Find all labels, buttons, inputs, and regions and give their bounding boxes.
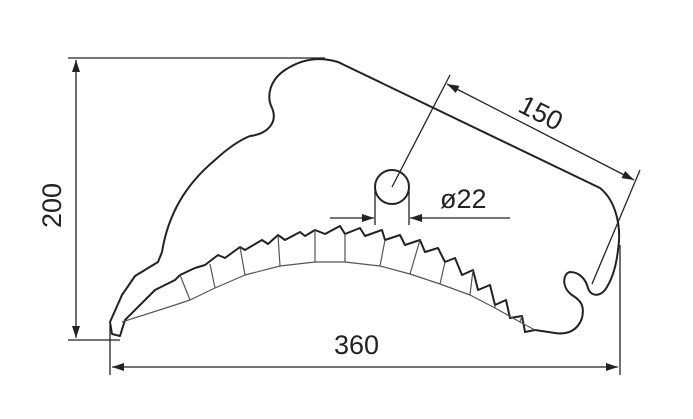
height-dimension-label: 200 [37,182,68,229]
blade-outline [109,58,621,337]
hole-diameter-dimension-label: ø22 [440,184,487,214]
dimension-lines [68,57,641,375]
width-dimension-label: 360 [334,330,380,360]
mounting-hole [374,169,410,205]
teeth-bevel-lines [121,230,536,331]
